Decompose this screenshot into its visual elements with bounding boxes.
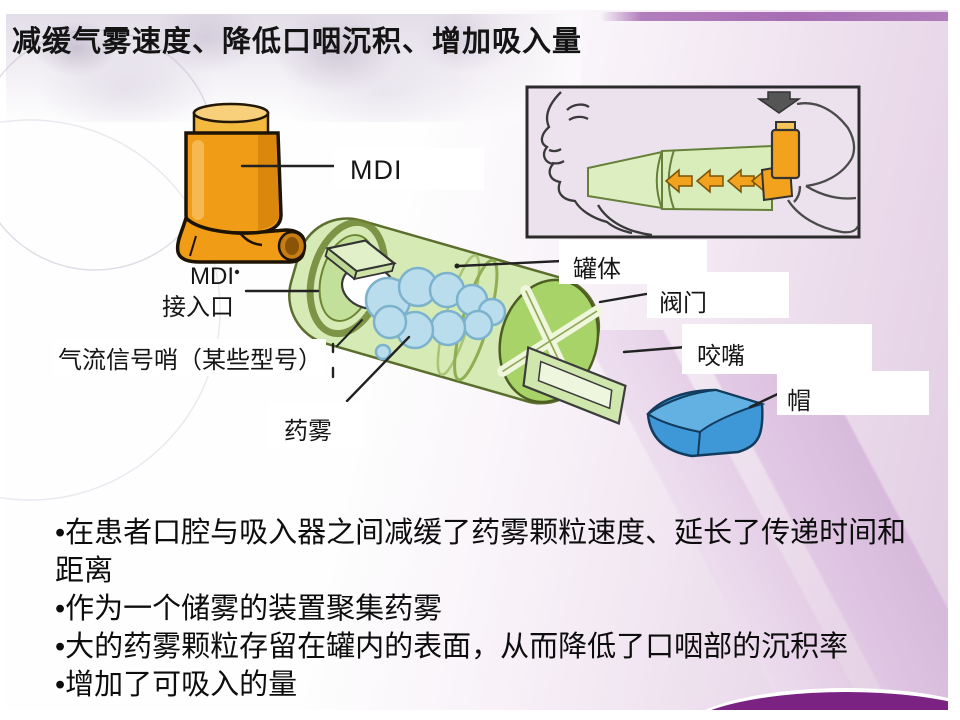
label-valve: 阀门 xyxy=(647,272,789,318)
leader-lines xyxy=(240,164,784,409)
slide-title: 减缓气雾速度、降低口咽沉积、增加吸入量 xyxy=(12,26,583,58)
label-airflow-whistle: 气流信号哨（某些型号） xyxy=(54,339,326,376)
bullet-item: •作为一个储雾的装置聚集药雾 xyxy=(55,593,443,625)
label-mist: 药雾 xyxy=(268,402,364,448)
leader-dot xyxy=(454,263,460,269)
patient-usage-inset-illustration xyxy=(525,85,861,239)
label-mdi-port-line2: 接入口 xyxy=(162,294,234,321)
mdi-inhaler-illustration xyxy=(175,102,307,264)
header-texture-decoration xyxy=(6,14,581,122)
label-mdi: MDI xyxy=(334,148,484,190)
label-mdi-port-line1: MDI xyxy=(190,263,234,290)
leader-dot xyxy=(234,269,240,275)
hand-lines xyxy=(787,102,860,234)
top-accent-band xyxy=(600,12,948,21)
bullet-list: •在患者口腔与吸入器之间减缓了药雾颗粒速度、延长了传递时间和距离 •作为一个储雾的… xyxy=(55,514,911,704)
bullet-item: •大的药雾颗粒存留在罐内的表面，从而降低了口咽部的沉积率 xyxy=(55,631,849,663)
face-profile-lines xyxy=(540,91,653,237)
label-mdi-port: MDI 接入口 xyxy=(146,261,234,323)
label-cap: 帽 xyxy=(777,371,929,415)
mouthpiece-cap-illustration xyxy=(646,388,766,458)
press-down-arrow xyxy=(756,91,802,114)
bullet-item: •在患者口腔与吸入器之间减缓了药雾颗粒速度、延长了传递时间和距离 xyxy=(55,517,907,587)
label-mouthpiece: 咬嘴 xyxy=(682,324,872,374)
decorative-circle xyxy=(0,119,221,501)
bullet-item: •增加了可吸入的量 xyxy=(55,669,298,701)
